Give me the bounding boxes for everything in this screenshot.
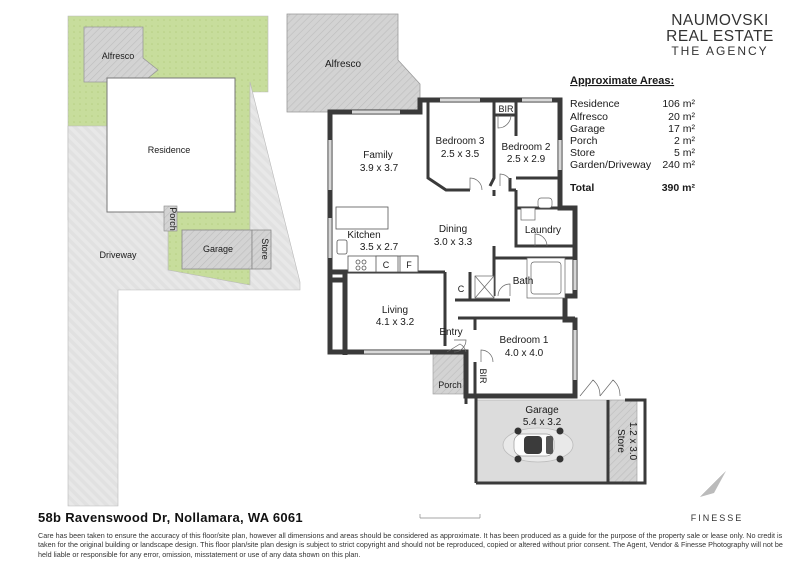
site-alfresco bbox=[83, 26, 159, 83]
kitchen-fridge-label: F bbox=[406, 260, 412, 270]
alfresco-area bbox=[286, 13, 421, 113]
area-row-value: 5 m² bbox=[674, 147, 696, 159]
room-kitchen-name: Kitchen bbox=[347, 230, 380, 241]
site-porch-label: Porch bbox=[168, 207, 178, 231]
room-bath-name: Bath bbox=[513, 276, 534, 287]
room-bedroom3-dim: 2.5 x 3.5 bbox=[441, 149, 480, 160]
area-row-value: 2 m² bbox=[674, 135, 696, 147]
site-plan: Alfresco Residence Porch Garage Store Dr… bbox=[67, 15, 301, 507]
area-row-label: Garden/Driveway bbox=[570, 159, 652, 171]
site-store-label: Store bbox=[260, 238, 270, 260]
room-laundry-name: Laundry bbox=[525, 225, 561, 236]
room-bedroom1-name: Bedroom 1 bbox=[500, 335, 549, 346]
site-driveway-label: Driveway bbox=[99, 250, 137, 260]
doors bbox=[446, 114, 621, 397]
room-living-dim: 4.1 x 3.2 bbox=[376, 317, 415, 328]
area-row-value: 20 m² bbox=[668, 111, 695, 123]
brand-line3: THE AGENCY bbox=[671, 44, 768, 58]
car-icon bbox=[502, 427, 574, 463]
brand-line1: NAUMOVSKI bbox=[671, 12, 769, 29]
site-alfresco-label: Alfresco bbox=[102, 51, 135, 61]
area-row-value: 17 m² bbox=[668, 123, 695, 135]
site-garage-label: Garage bbox=[203, 244, 233, 254]
kitchen-benches bbox=[335, 206, 419, 273]
brand-line2: REAL ESTATE bbox=[666, 28, 774, 45]
store-area bbox=[607, 399, 638, 484]
hall-cupboard-label: C bbox=[458, 284, 465, 294]
area-row-label: Garage bbox=[570, 123, 605, 135]
bath-fixtures bbox=[474, 197, 566, 299]
room-kitchen-dim: 3.5 x 2.7 bbox=[360, 242, 399, 253]
room-garage-name: Garage bbox=[525, 405, 559, 416]
disclaimer-text: Care has been taken to ensure the accura… bbox=[38, 531, 783, 559]
room-bedroom2-dim: 2.5 x 2.9 bbox=[507, 154, 546, 165]
room-entry-name: Entry bbox=[439, 327, 462, 338]
room-bedroom3-name: Bedroom 3 bbox=[436, 136, 485, 147]
site-garage bbox=[181, 229, 253, 270]
room-dining-name: Dining bbox=[439, 224, 467, 235]
area-row-value: 240 m² bbox=[662, 159, 695, 171]
area-row-label: Porch bbox=[570, 135, 598, 147]
room-dining-dim: 3.0 x 3.3 bbox=[434, 237, 473, 248]
room-alfresco-name: Alfresco bbox=[325, 59, 362, 70]
room-bir-bottom-name: BIR bbox=[478, 368, 488, 384]
room-bedroom1-dim: 4.0 x 4.0 bbox=[505, 348, 544, 359]
area-row-label: Store bbox=[570, 147, 595, 159]
photographer-logo: FINESSE bbox=[691, 513, 744, 523]
area-row-label: Alfresco bbox=[570, 111, 608, 123]
area-total-value: 390 m² bbox=[662, 182, 696, 194]
room-bir-top-name: BIR bbox=[498, 104, 514, 114]
compass-icon bbox=[700, 471, 726, 497]
room-labels: Alfresco Family 3.9 x 3.7 Bedroom 3 2.5 … bbox=[325, 59, 638, 461]
room-living-name: Living bbox=[382, 305, 408, 316]
area-row-label: Residence bbox=[570, 98, 620, 110]
kitchen-cupboard-label: C bbox=[383, 260, 390, 270]
room-store-name: Store bbox=[615, 429, 626, 453]
areas-title: Approximate Areas: bbox=[570, 75, 674, 87]
room-garage-dim: 5.4 x 3.2 bbox=[523, 417, 562, 428]
areas-table: Approximate Areas: Residence 106 m² Alfr… bbox=[570, 75, 696, 194]
site-store bbox=[251, 229, 272, 270]
room-family-dim: 3.9 x 3.7 bbox=[360, 163, 399, 174]
room-family-name: Family bbox=[363, 150, 392, 161]
scale-bar bbox=[419, 514, 481, 519]
agency-logo: NAUMOVSKI REAL ESTATE THE AGENCY bbox=[666, 12, 774, 58]
porch-area bbox=[432, 351, 467, 395]
property-address: 58b Ravenswood Dr, Nollamara, WA 6061 bbox=[38, 510, 303, 525]
room-bedroom2-name: Bedroom 2 bbox=[502, 142, 551, 153]
floor-plan: C F C bbox=[286, 13, 647, 485]
room-store-dim: 1.2 x 3.0 bbox=[627, 422, 638, 461]
site-porch bbox=[163, 205, 178, 232]
site-residence-label: Residence bbox=[148, 145, 191, 155]
room-porch-name: Porch bbox=[438, 380, 462, 390]
area-total-label: Total bbox=[570, 182, 594, 194]
area-row-value: 106 m² bbox=[662, 98, 695, 110]
